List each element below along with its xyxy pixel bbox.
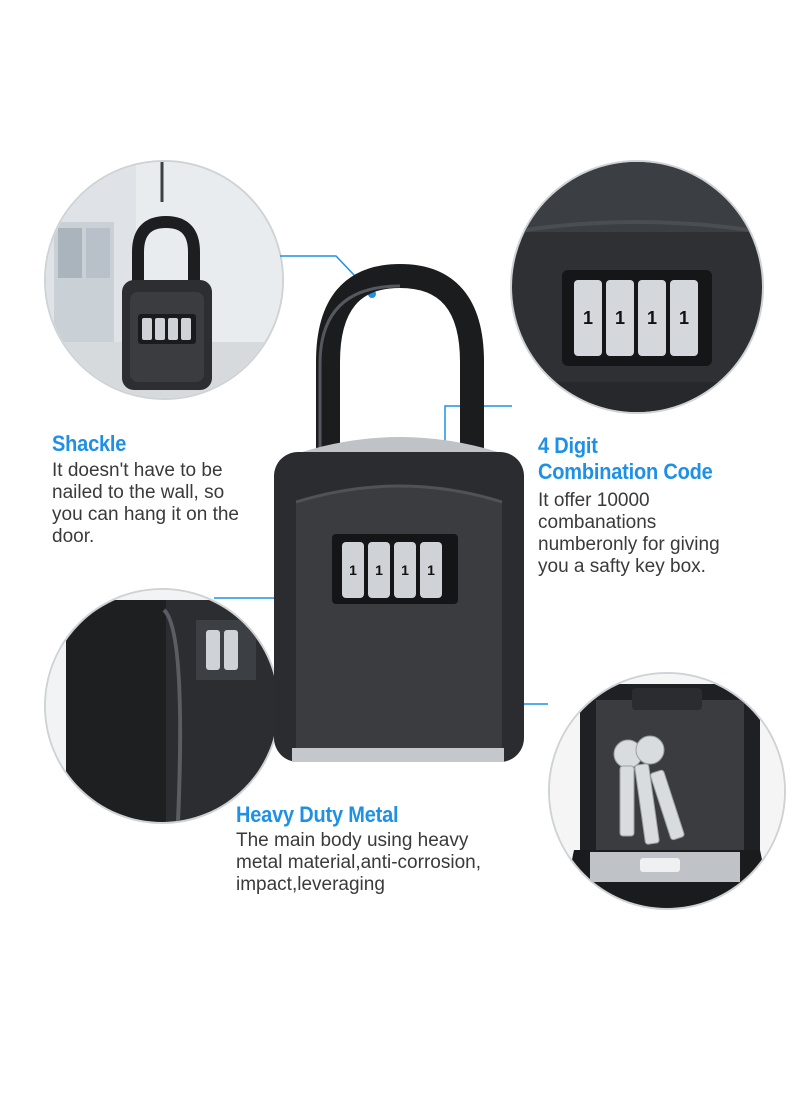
svg-text:1: 1 [375, 562, 383, 578]
svg-text:1: 1 [647, 308, 657, 328]
svg-text:1: 1 [349, 562, 357, 578]
shackle-title: Shackle [52, 432, 127, 457]
shackle-line-2: nailed to the wall, so [52, 482, 225, 503]
main-lockbox-image: 1 1 1 1 [274, 263, 524, 762]
combination-line-1: It offer 10000 [538, 490, 650, 511]
combination-line-3: numberonly for giving [538, 534, 720, 555]
body-edge-image [46, 590, 278, 822]
metal-line-2: metal material,anti-corrosion, [236, 852, 481, 873]
svg-text:1: 1 [583, 308, 593, 328]
svg-text:1: 1 [427, 562, 435, 578]
combination-detail-circle: 1 1 1 1 [510, 160, 764, 414]
combination-title-line-2: Combination Code [538, 460, 713, 485]
combination-title-line-1: 4 Digit [538, 434, 598, 459]
side-edge-detail-circle [44, 588, 280, 824]
svg-text:1: 1 [401, 562, 409, 578]
dial-closeup-image: 1 1 1 1 [512, 162, 762, 412]
shackle-line-1: It doesn't have to be [52, 460, 223, 481]
shackle-description: It doesn't have to be nailed to the wall… [52, 460, 239, 548]
combination-line-4: you a safty key box. [538, 556, 706, 577]
shackle-line-4: door. [52, 526, 95, 547]
metal-line-1: The main body using heavy [236, 830, 469, 851]
open-box-keys-image [550, 674, 784, 908]
svg-text:1: 1 [679, 308, 689, 328]
combination-description: It offer 10000 combanations numberonly f… [538, 490, 720, 578]
svg-text:1: 1 [615, 308, 625, 328]
metal-description: The main body using heavy metal material… [236, 830, 481, 896]
metal-line-3: impact,leveraging [236, 874, 385, 895]
metal-title: Heavy Duty Metal [236, 803, 399, 828]
open-box-detail-circle [548, 672, 786, 910]
shackle-line-3: you can hang it on the [52, 504, 239, 525]
combination-line-2: combanations [538, 512, 657, 533]
